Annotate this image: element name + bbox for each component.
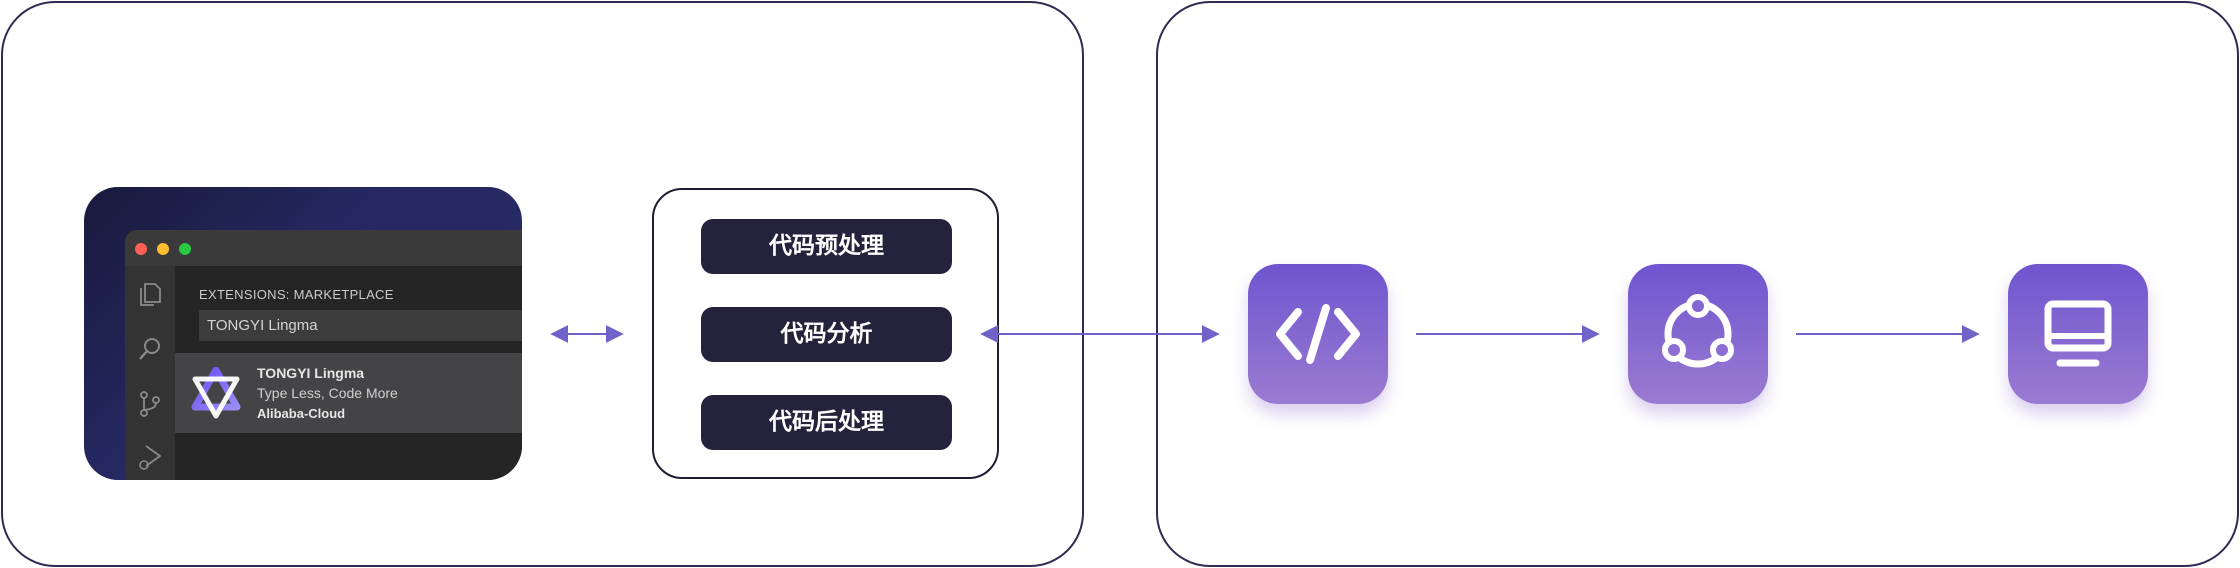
minimize-window-dot[interactable] [157,243,169,255]
source-control-icon[interactable] [135,389,165,419]
extension-list-item[interactable]: TONGYI Lingma Type Less, Code More Aliba… [175,353,522,433]
window-titlebar [125,230,522,266]
vscode-window: EXTENSIONS: MARKETPLACE TONGYI Lingma TO… [125,230,522,480]
extension-publisher: Alibaba-Cloud [257,406,346,421]
monitor-tile [2008,264,2148,404]
activity-bar [125,266,175,480]
maximize-window-dot[interactable] [179,243,191,255]
model-nodes-icon [1662,294,1734,368]
code-tile [1248,264,1388,404]
run-debug-icon[interactable] [135,441,165,471]
explorer-icon[interactable] [135,279,165,309]
step-analysis: 代码分析 [701,307,952,362]
monitor-icon [2044,300,2112,367]
tongyi-logo-icon [191,367,241,419]
vscode-screenshot: EXTENSIONS: MARKETPLACE TONGYI Lingma TO… [84,187,522,480]
step-preprocess: 代码预处理 [701,219,952,274]
search-icon[interactable] [135,334,165,364]
close-window-dot[interactable] [135,243,147,255]
step-postprocess: 代码后处理 [701,395,952,450]
extension-description: Type Less, Code More [257,385,398,401]
code-icon [1276,304,1360,364]
model-tile [1628,264,1768,404]
extension-name: TONGYI Lingma [257,365,365,381]
extensions-header: EXTENSIONS: MARKETPLACE [199,287,394,302]
extension-search-input[interactable]: TONGYI Lingma [199,310,522,341]
processing-box: 代码预处理 代码分析 代码后处理 [652,188,999,479]
